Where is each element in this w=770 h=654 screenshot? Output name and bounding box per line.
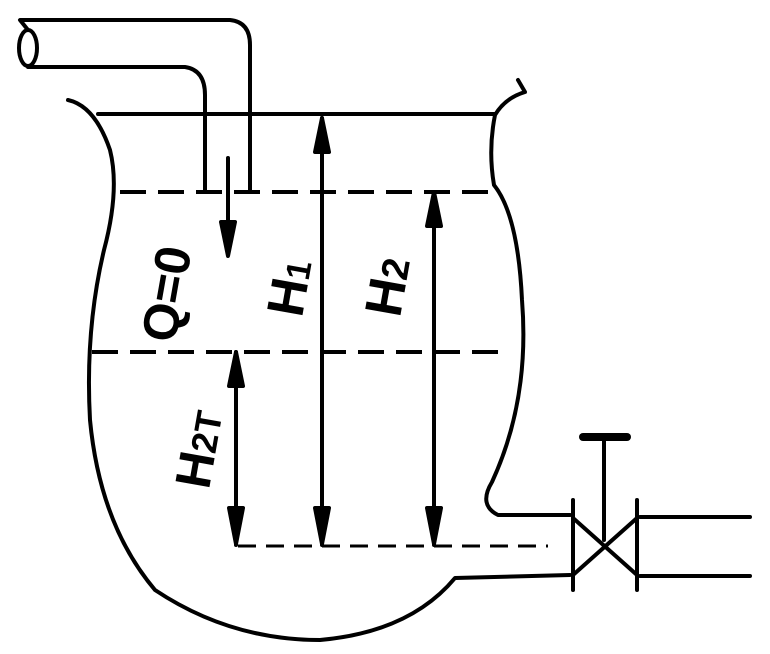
h1-label: H1 (256, 255, 325, 321)
inlet-pipe-inner (26, 65, 207, 194)
inlet-pipe-outer (18, 18, 252, 194)
valve-body-diag-2 (571, 516, 639, 577)
h2t-dimension (227, 350, 245, 547)
h2-label: H2 (354, 253, 423, 321)
h1-dimension (313, 116, 331, 547)
vessel-outline (66, 78, 572, 642)
inlet-pipe-end (17, 28, 39, 68)
valve (571, 433, 639, 592)
outlet-pipe (638, 515, 752, 578)
h2t-label-sub: 2T (182, 407, 231, 457)
flow-arrow (219, 156, 237, 258)
inlet-pipe (17, 18, 252, 194)
h2-dimension (425, 190, 443, 547)
